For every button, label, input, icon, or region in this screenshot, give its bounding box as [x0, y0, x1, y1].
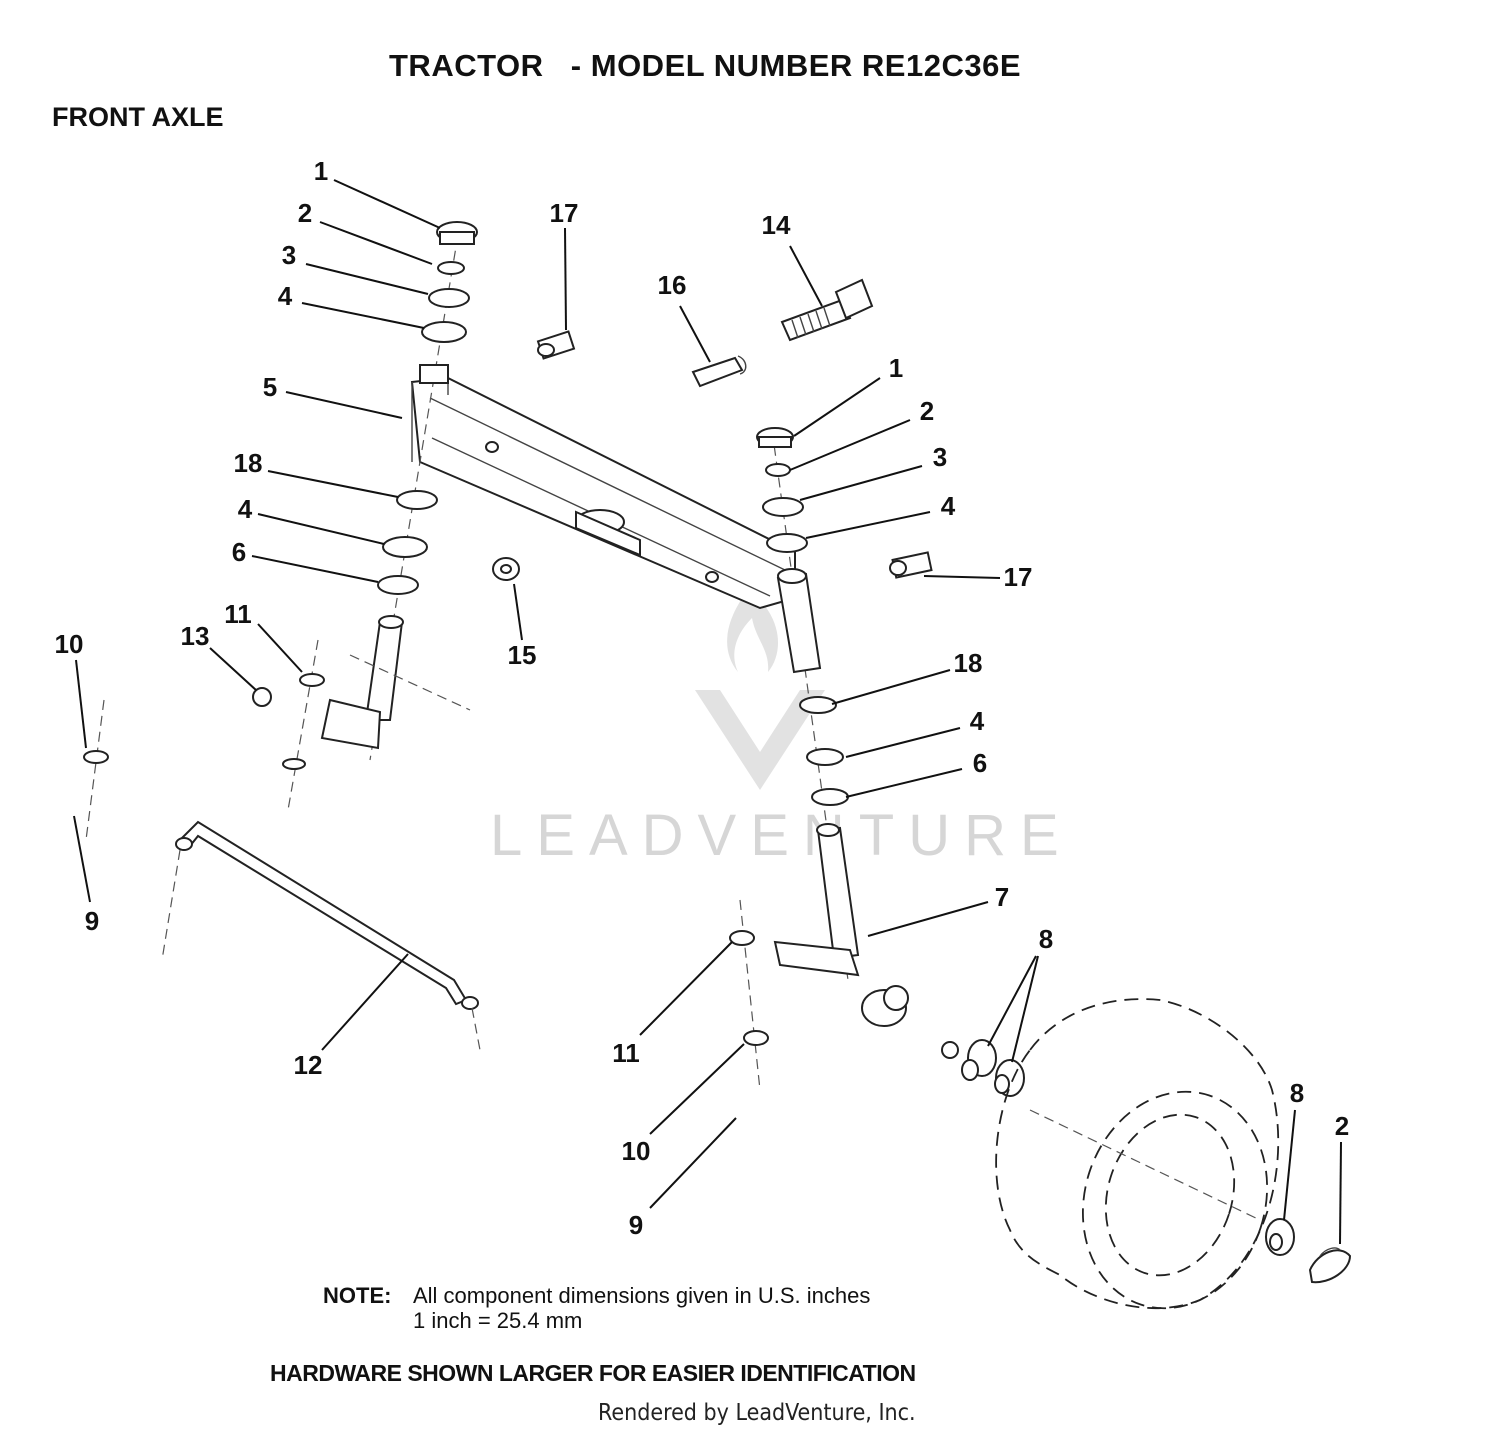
- washer-4-left: [421, 321, 467, 343]
- callout-label: 14: [762, 210, 791, 240]
- callout-label: 5: [263, 372, 277, 402]
- callout-label: 10: [622, 1136, 651, 1166]
- fitting-17-left: [536, 330, 576, 360]
- spacer-11-left: [299, 673, 325, 687]
- callout-label: 18: [954, 648, 983, 678]
- callout-label: 4: [970, 706, 985, 736]
- callout-label: 9: [85, 906, 99, 936]
- callout-label: 18: [234, 448, 263, 478]
- washer-6-left: [377, 575, 419, 595]
- washer-4-right: [766, 533, 808, 553]
- watermark-flame-icon: [727, 590, 779, 672]
- callout-label: 8: [1290, 1078, 1304, 1108]
- front-wheel-tire: [995, 998, 1280, 1310]
- callout-labels: 1 2 3 4 5 18 4 6 17 16 14 1 2 3 4 17 15 …: [55, 156, 1350, 1240]
- watermark-v-icon: [695, 690, 825, 790]
- callout-label: 2: [298, 198, 312, 228]
- rendered-by-footer: Rendered by LeadVenture, Inc.: [598, 1400, 916, 1426]
- nut-15: [492, 557, 520, 581]
- callout-label: 6: [232, 537, 246, 567]
- washer-6-right: [811, 788, 849, 806]
- callout-label: 2: [1335, 1111, 1349, 1141]
- callout-label: 3: [282, 240, 296, 270]
- callout-label: 2: [920, 396, 934, 426]
- watermark-text: LEADVENTURE: [490, 803, 1073, 868]
- callout-label: 1: [314, 156, 328, 186]
- callout-label: 11: [224, 599, 252, 629]
- washer-4b-left: [382, 536, 428, 558]
- note-line-1: All component dimensions given in U.S. i…: [413, 1283, 871, 1308]
- callout-label: 4: [238, 494, 253, 524]
- note-line-2: 1 inch = 25.4 mm: [413, 1308, 583, 1333]
- callout-label: 17: [1004, 562, 1033, 592]
- bushing-18-left: [396, 490, 438, 510]
- section-title: FRONT AXLE: [52, 102, 224, 132]
- callout-label: 3: [933, 442, 947, 472]
- washer-3-right: [762, 497, 804, 517]
- callout-label: 13: [181, 621, 210, 651]
- clip-left: [437, 261, 465, 275]
- bushing-13: [252, 687, 272, 707]
- spacer-10-left: [83, 750, 109, 764]
- callout-label: 9: [629, 1210, 643, 1240]
- spacer-10-right: [743, 1030, 769, 1046]
- right-spacers: [729, 899, 769, 1091]
- front-axle-beam: [410, 376, 796, 610]
- pin-16: [691, 355, 747, 388]
- bushing-18-right: [799, 696, 837, 714]
- callout-label: 1: [889, 353, 903, 383]
- washer-4b-right: [806, 748, 844, 766]
- callout-leaders: [73, 179, 1342, 1245]
- callout-label: 8: [1039, 924, 1053, 954]
- callout-label: 4: [278, 281, 293, 311]
- left-spacers: [83, 639, 471, 841]
- wheel-bearings: [941, 1039, 1025, 1097]
- left-kingpin-stack: [320, 221, 478, 761]
- right-kingpin-stack: [756, 427, 909, 1027]
- fitting-17-right: [889, 551, 933, 579]
- callout-label: 4: [941, 491, 956, 521]
- bolt-14: [780, 278, 874, 342]
- callout-label: 7: [995, 882, 1009, 912]
- callout-label: 6: [973, 748, 987, 778]
- clip-right: [765, 463, 791, 477]
- washer-3-left: [428, 288, 470, 308]
- callout-label: 12: [294, 1050, 323, 1080]
- watermark: LEADVENTURE: [490, 590, 1073, 868]
- drag-link-12: [161, 820, 481, 1051]
- callout-label: 11: [612, 1038, 640, 1068]
- page-title: TRACTOR - MODEL NUMBER RE12C36E: [389, 48, 1021, 83]
- spacer-11-right: [729, 930, 755, 946]
- callout-label: 16: [658, 270, 687, 300]
- note-label: NOTE:: [323, 1283, 392, 1308]
- right-bearing-and-clip: [1265, 1218, 1352, 1284]
- hardware-note: HARDWARE SHOWN LARGER FOR EASIER IDENTIF…: [270, 1360, 916, 1386]
- callout-label: 10: [55, 629, 84, 659]
- callout-label: 15: [508, 640, 537, 670]
- callout-label: 17: [550, 198, 579, 228]
